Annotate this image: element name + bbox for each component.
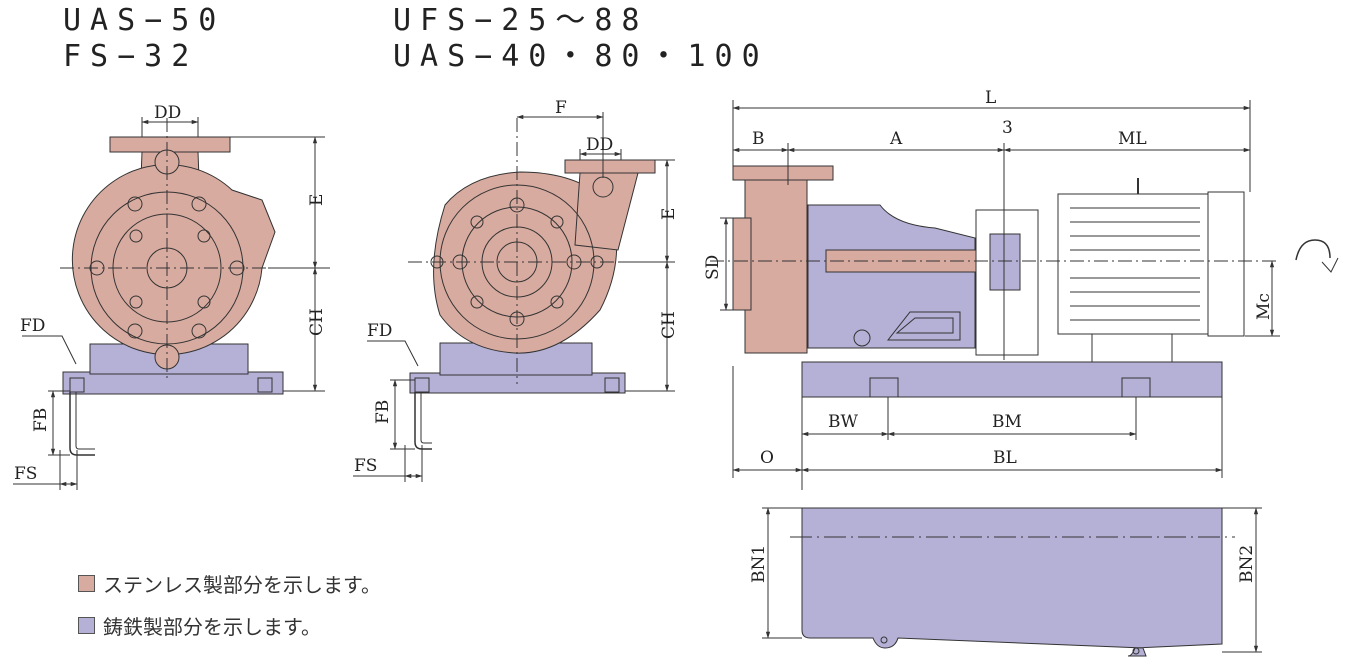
title-right-line2: UAS−40・80・100: [393, 39, 769, 74]
dim-fb-2: FB: [373, 400, 393, 424]
dim-mc: Mc: [1254, 293, 1274, 320]
legend-stainless: ステンレス製部分を示します。: [78, 569, 381, 598]
legend-swatch-stainless: [78, 575, 95, 592]
dim-fs-1: FS: [14, 464, 37, 484]
dim-ch-2: CH: [659, 311, 679, 339]
dim-e-1: E: [307, 194, 327, 206]
pump2-outlet-neck: [574, 172, 639, 251]
side-base: [801, 361, 1223, 398]
dim-o: O: [760, 448, 774, 468]
dim-fd-2: FD: [367, 321, 392, 341]
side-suction-flange: [732, 217, 752, 311]
dim-l: L: [985, 88, 996, 108]
dim-sd: SD: [703, 255, 723, 280]
pump-front-view-2: [353, 112, 675, 482]
title-left-line2: FS−32: [63, 39, 199, 74]
dim-bm: BM: [992, 412, 1022, 432]
dim-ml: ML: [1118, 129, 1147, 149]
legend-cast-iron: 鋳鉄製部分を示します。: [78, 611, 321, 640]
dim-fb-1: FB: [31, 408, 51, 432]
side-coupling: [989, 233, 1021, 291]
base-plan: [801, 507, 1223, 657]
dim-e-2: E: [659, 208, 679, 220]
dim-ch-1: CH: [307, 308, 327, 336]
dim-bw: BW: [828, 412, 858, 432]
side-motor: [1057, 193, 1211, 335]
legend-swatch-cast-iron: [78, 617, 95, 634]
dim-b: B: [752, 129, 765, 149]
side-bearing-frame: [807, 204, 976, 349]
pump-side-view: [710, 100, 1339, 490]
side-motor-end: [1207, 191, 1245, 337]
dim-dd-2: DD: [586, 135, 613, 155]
dim-fd-1: FD: [20, 316, 45, 336]
dim-3: 3: [1002, 118, 1013, 138]
pump2-outlet-flange: [564, 159, 656, 174]
legend-cast-iron-label: 鋳鉄製部分を示します。: [103, 615, 321, 639]
dim-bn2: BN2: [1237, 545, 1257, 583]
dim-a: A: [889, 129, 903, 149]
title-right-line1: UFS−25〜88: [393, 3, 649, 38]
dim-bn1: BN1: [749, 545, 769, 583]
base-plan-view: [762, 507, 1262, 657]
pump-front-view-1: [13, 117, 330, 490]
dim-fs-2: FS: [354, 456, 377, 476]
pump1-flange-top: [109, 136, 231, 153]
title-left-line1: UAS−50: [63, 3, 226, 38]
pump1-volute: [71, 164, 276, 356]
pump1-base: [62, 371, 284, 395]
side-casing: [744, 177, 808, 354]
dim-f-2: F: [555, 98, 567, 118]
legend-stainless-label: ステンレス製部分を示します。: [103, 573, 381, 597]
dim-bl: BL: [993, 448, 1017, 468]
side-outlet-flange: [732, 165, 834, 181]
dim-dd-1: DD: [154, 103, 181, 123]
